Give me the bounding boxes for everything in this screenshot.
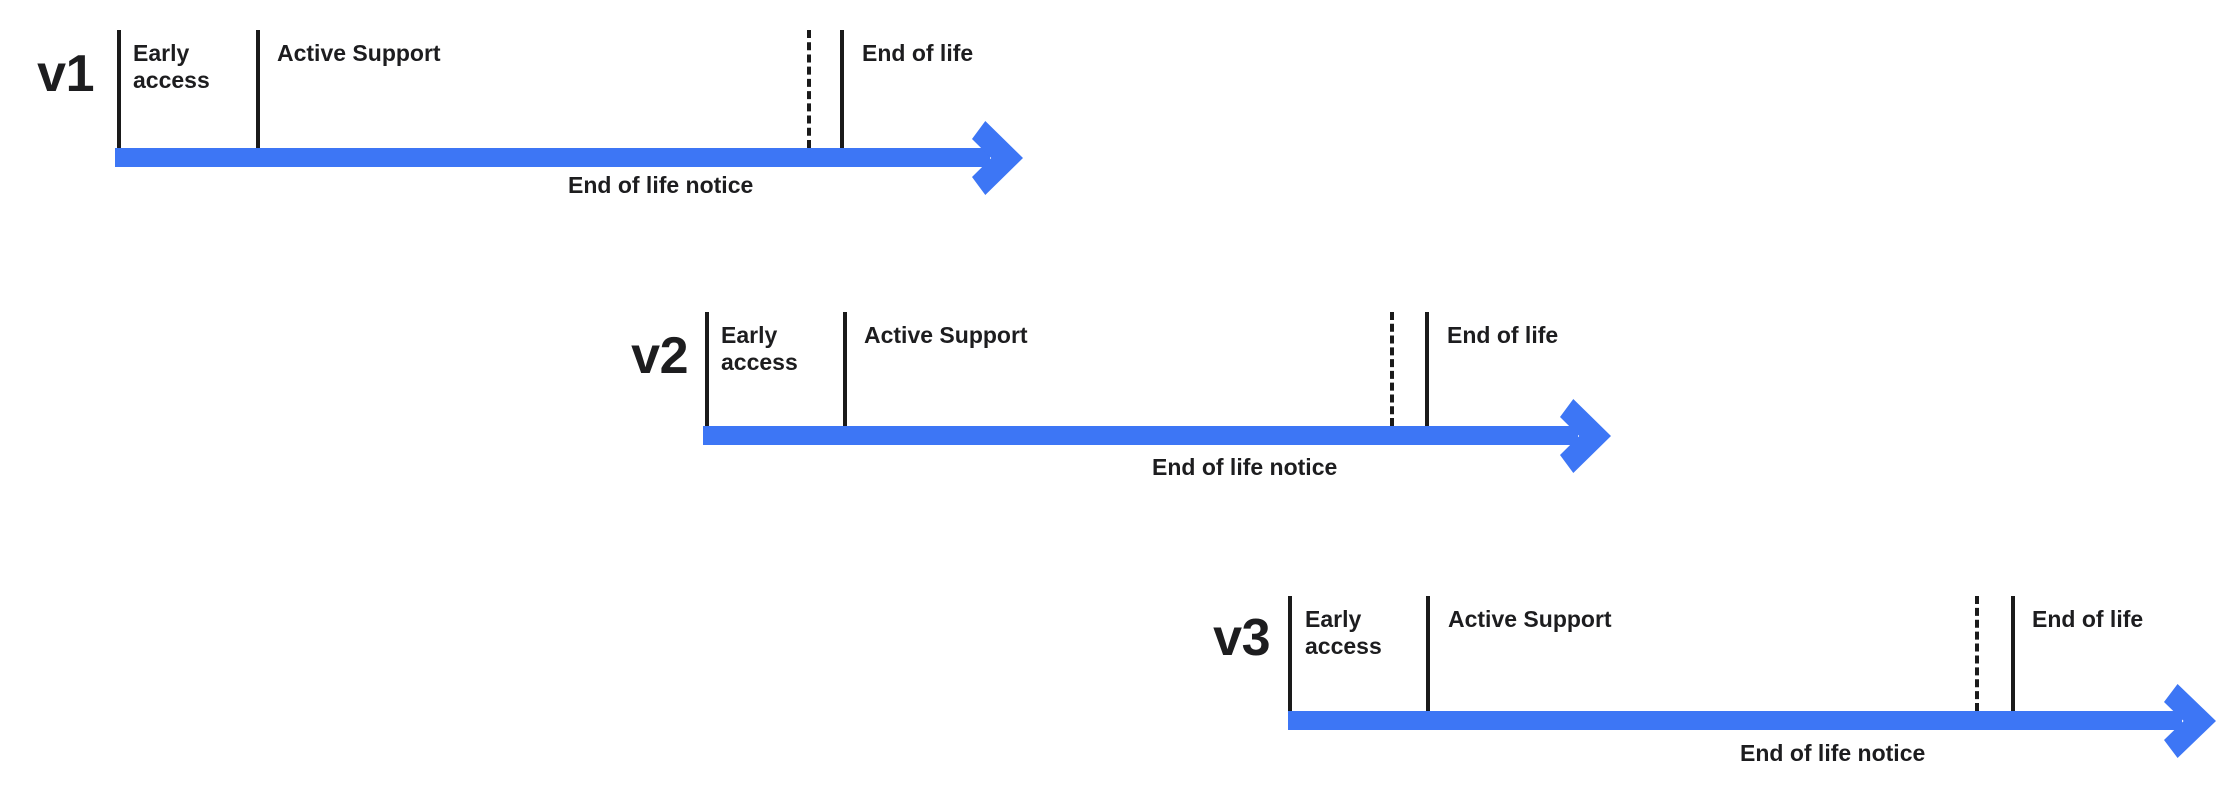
timeline-bar-v1 [115,148,990,167]
eol-notice-label-v3: End of life notice [1740,740,1926,766]
phase-label-v2-early-access: Early access [721,322,798,375]
phase-divider-v2-1 [705,312,709,426]
version-label-v2: v2 [631,327,688,385]
phase-label-v3-active-support: Active Support [1448,606,1612,632]
timeline-arrowhead-v1 [972,120,1023,195]
phase-divider-v3-2 [1426,596,1430,711]
phase-divider-v3-3-dashed [1975,596,1979,711]
version-label-v3: v3 [1213,609,1270,667]
phase-divider-v2-4 [1425,312,1429,426]
phase-label-v1-end-of-life: End of life [862,40,974,66]
phase-divider-v1-2 [256,30,260,148]
phase-label-v1-early-access: Early access [133,40,210,93]
timeline-arrowhead-v3 [2164,683,2216,758]
phase-divider-v1-1 [117,30,121,148]
version-label-v1: v1 [37,45,94,103]
phase-divider-v2-3-dashed [1390,312,1394,426]
eol-notice-label-v1: End of life notice [568,172,754,198]
phase-divider-v3-4 [2011,596,2015,711]
phase-label-v3-end-of-life: End of life [2032,606,2144,632]
phase-label-v1-active-support: Active Support [277,40,441,66]
eol-notice-label-v2: End of life notice [1152,454,1338,480]
phase-divider-v2-2 [843,312,847,426]
phase-divider-v1-3-dashed [807,30,811,148]
phase-label-v2-end-of-life: End of life [1447,322,1559,348]
timeline-bar-v3 [1288,711,2182,730]
timeline-arrowhead-v2 [1560,398,1611,473]
phase-divider-v3-1 [1288,596,1292,711]
timeline-bar-v2 [703,426,1578,445]
phase-divider-v1-4 [840,30,844,148]
phase-label-v2-active-support: Active Support [864,322,1028,348]
phase-label-v3-early-access: Early access [1305,606,1382,659]
